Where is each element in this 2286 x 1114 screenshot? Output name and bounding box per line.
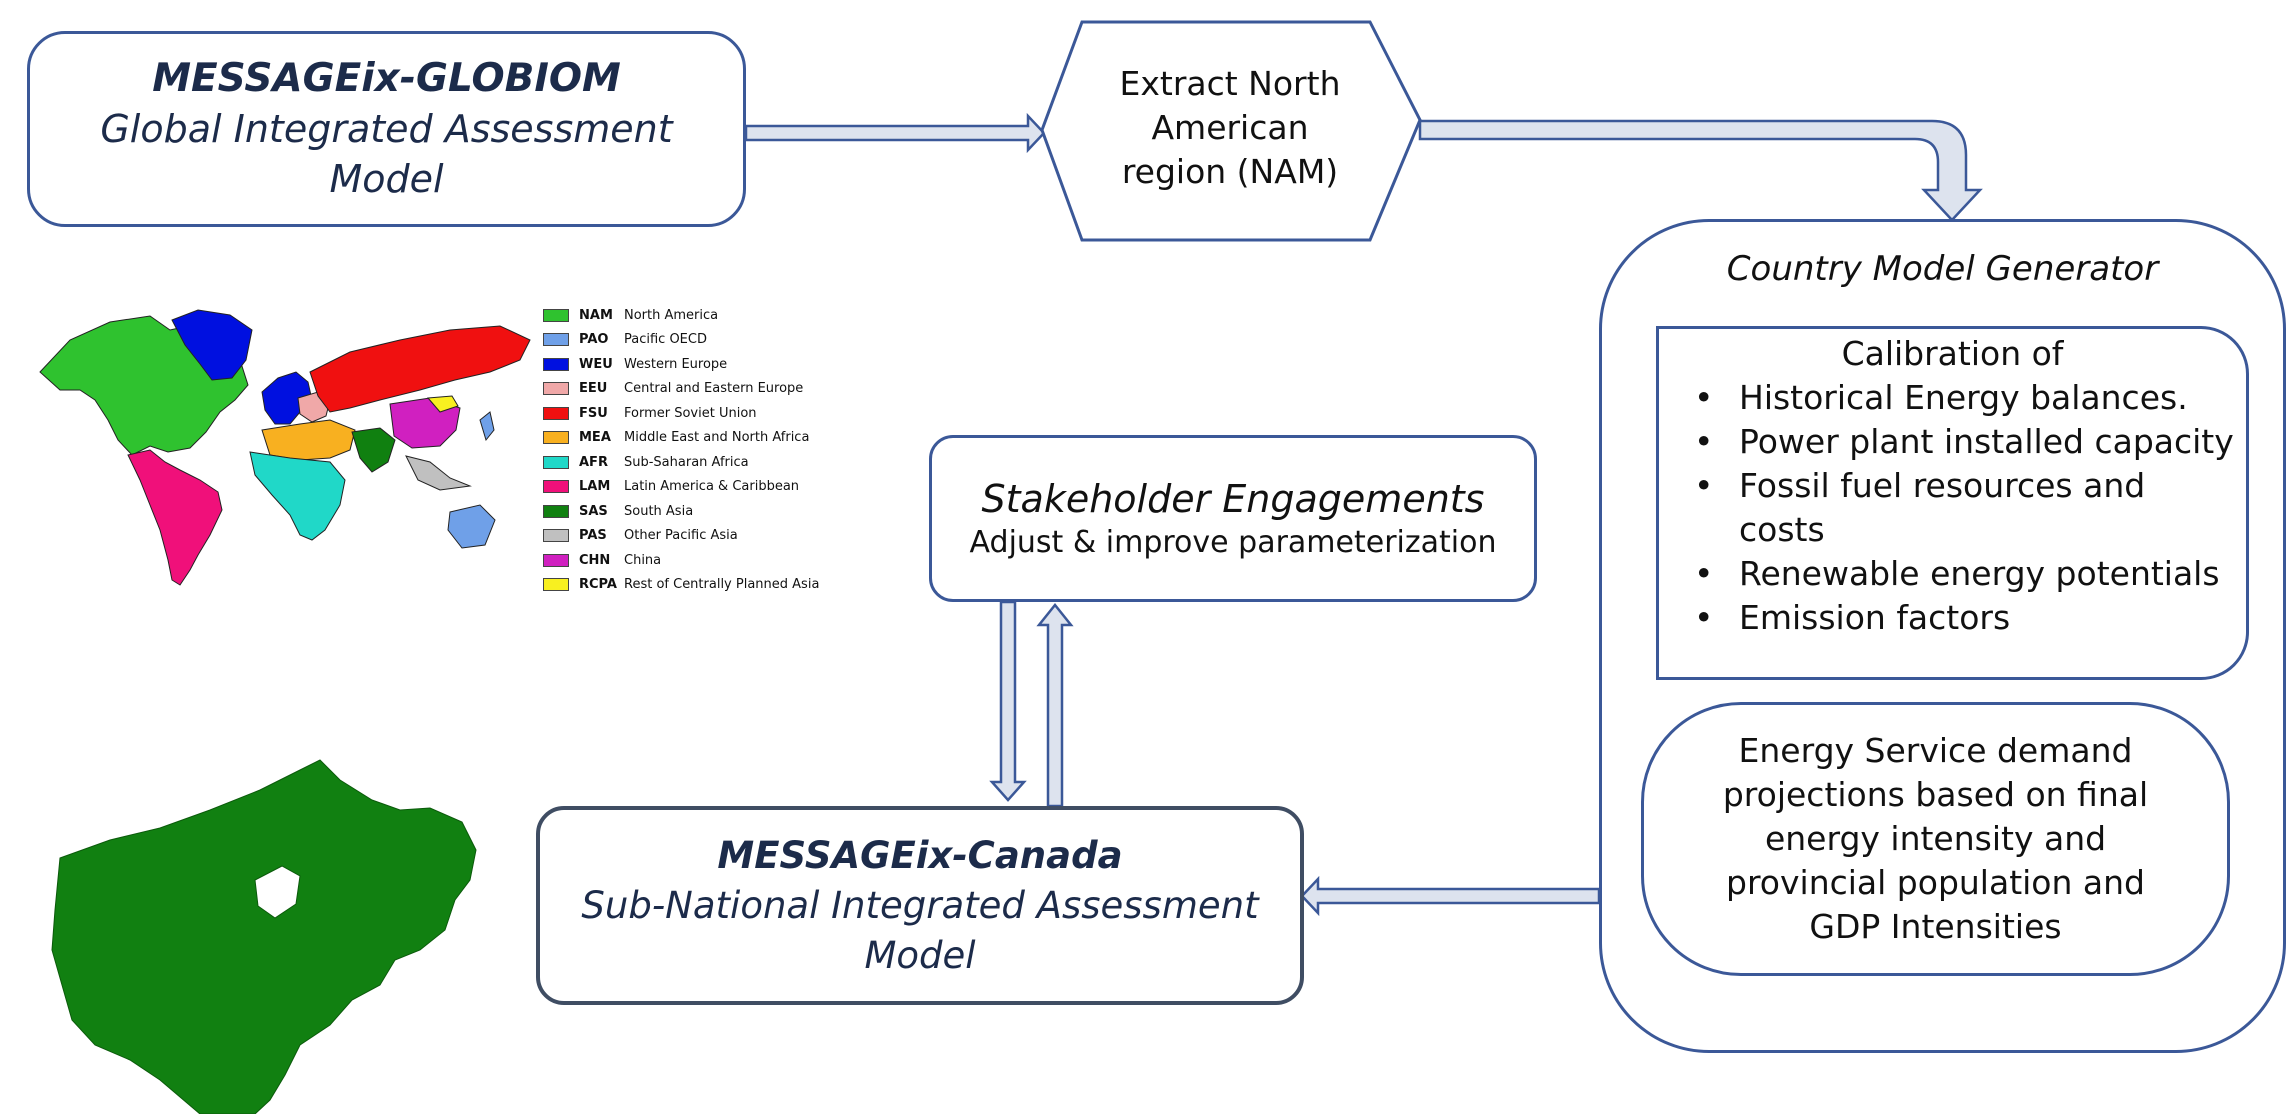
map-region-lam	[127, 449, 223, 586]
legend-label: Sub-Saharan Africa	[624, 454, 749, 470]
country-model-generator-title: Country Model Generator	[1726, 249, 2159, 289]
map-region-sas	[351, 427, 396, 473]
arrow-extract-to-cmg	[1418, 119, 1983, 222]
world-map	[39, 309, 531, 586]
legend-row-weu: WEU Western Europe	[543, 354, 727, 374]
map-region-greenland	[171, 309, 253, 381]
canada-model-box: MESSAGEix-Canada Sub-National Integrated…	[536, 806, 1304, 1005]
legend-swatch	[543, 431, 569, 444]
calibration-title: Calibration of	[1841, 334, 2064, 373]
legend-swatch	[543, 455, 569, 469]
demand-line1: Energy Service demand	[1738, 731, 2133, 770]
calibration-item: Renewable energy potentials	[1694, 552, 2239, 596]
calibration-list: Historical Energy balances. Power plant …	[1694, 376, 2239, 640]
global-model-box: MESSAGEix-GLOBIOM Global Integrated Asse…	[27, 31, 746, 227]
stakeholder-title: Stakeholder Engagements	[981, 476, 1485, 521]
demand-line2: projections based on final	[1722, 775, 2149, 814]
arrow-canada-to-stakeholder	[1036, 602, 1074, 808]
calibration-item: Historical Energy balances.	[1694, 376, 2239, 420]
legend-code: WEU	[579, 356, 613, 372]
legend-label: China	[624, 552, 662, 568]
demand-line4: provincial population and	[1726, 863, 2145, 902]
canada-model-title: MESSAGEix-Canada	[717, 833, 1123, 877]
legend-swatch	[543, 504, 569, 518]
legend-swatch	[543, 406, 569, 420]
stakeholder-subtitle: Adjust & improve parameterization	[969, 524, 1497, 560]
legend-label: North America	[624, 307, 719, 323]
legend-swatch	[543, 308, 569, 322]
map-region-mea	[261, 419, 356, 461]
arrow-stakeholder-to-canada	[989, 600, 1027, 802]
legend-swatch	[543, 333, 569, 346]
canada-map-shape	[51, 759, 477, 1114]
legend-row-rcpa: RCPA Rest of Centrally Planned Asia	[543, 575, 819, 595]
legend-label: Other Pacific Asia	[624, 528, 738, 543]
map-region-fsu	[309, 325, 531, 413]
stakeholder-box: Stakeholder Engagements Adjust & improve…	[929, 435, 1537, 602]
legend-row-chn: CHN China	[543, 550, 661, 570]
legend-row-eeu: EEU Central and Eastern Europe	[543, 379, 803, 399]
map-region-afr	[249, 451, 346, 541]
extract-line3: region (NAM)	[1121, 152, 1339, 191]
legend-label: Rest of Centrally Planned Asia	[624, 577, 820, 592]
legend-code: SAS	[579, 503, 608, 519]
canada-map	[51, 759, 477, 1114]
demand-line5: GDP Intensities	[1809, 907, 2062, 946]
global-model-subtitle-line1: Global Integrated Assessment	[100, 107, 673, 151]
map-region-rcpa	[426, 395, 459, 413]
arrow-cmg-to-canada	[1300, 875, 1601, 917]
legend-row-mea: MEA Middle East and North Africa	[543, 428, 809, 448]
legend-label: Middle East and North Africa	[624, 430, 810, 445]
global-model-title: MESSAGEix-GLOBIOM	[152, 56, 621, 101]
arrow-global-to-extract	[744, 112, 1046, 154]
legend-row-pas: PAS Other Pacific Asia	[543, 526, 738, 546]
legend-label: Former Soviet Union	[624, 405, 757, 421]
canada-model-subtitle-line2: Model	[864, 933, 976, 977]
legend-swatch	[543, 357, 569, 371]
extract-line1: Extract North	[1119, 64, 1341, 103]
calibration-item: Emission factors	[1694, 596, 2239, 640]
extract-region-text: Extract North American region (NAM)	[1040, 62, 1420, 194]
extract-line2: American	[1151, 108, 1309, 147]
legend-label: Pacific OECD	[624, 332, 707, 347]
map-region-pas	[405, 455, 472, 491]
legend-code: CHN	[579, 552, 611, 568]
legend-label: Central and Eastern Europe	[624, 381, 804, 396]
legend-swatch	[543, 480, 569, 493]
legend-code: NAM	[579, 307, 613, 323]
calibration-item: Fossil fuel resources and costs	[1694, 464, 2239, 552]
legend-code: PAO	[579, 332, 609, 347]
legend-swatch	[543, 529, 569, 542]
legend-swatch	[543, 382, 569, 395]
map-region-pao	[447, 504, 496, 549]
canada-hudson-bay	[254, 865, 301, 919]
legend-code: FSU	[579, 405, 608, 421]
canada-model-subtitle-line1: Sub-National Integrated Assessment	[581, 883, 1259, 927]
legend-swatch	[543, 553, 569, 567]
legend-row-lam: LAM Latin America & Caribbean	[543, 477, 799, 497]
legend-code: AFR	[579, 454, 608, 470]
legend-row-afr: AFR Sub-Saharan Africa	[543, 452, 749, 472]
legend-row-fsu: FSU Former Soviet Union	[543, 403, 757, 423]
legend-row-sas: SAS South Asia	[543, 501, 693, 521]
legend-row-nam: NAM North America	[543, 305, 718, 325]
legend-label: Latin America & Caribbean	[624, 479, 800, 494]
legend-label: South Asia	[624, 503, 694, 519]
map-region-japan	[479, 411, 495, 442]
global-model-subtitle-line2: Model	[329, 157, 444, 201]
legend-row-pao: PAO Pacific OECD	[543, 330, 707, 350]
demand-projection-box: Energy Service demand projections based …	[1641, 702, 2230, 976]
extract-hexagon	[1040, 20, 1422, 242]
legend-code: MEA	[579, 430, 611, 445]
legend-code: PAS	[579, 528, 607, 543]
legend-code: RCPA	[579, 577, 617, 592]
calibration-item: Power plant installed capacity	[1694, 420, 2239, 464]
legend-label: Western Europe	[624, 356, 728, 372]
legend-swatch	[543, 578, 569, 591]
demand-line3: energy intensity and	[1764, 819, 2107, 858]
legend-code: EEU	[579, 381, 608, 396]
legend-code: LAM	[579, 479, 611, 494]
